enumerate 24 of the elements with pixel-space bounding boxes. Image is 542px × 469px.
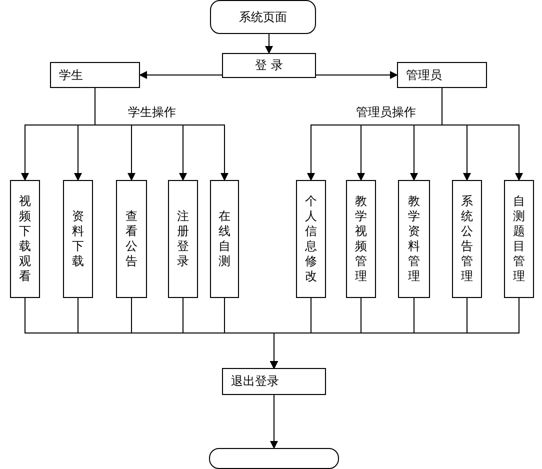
arrow [442, 88, 523, 181]
arrow [270, 394, 278, 449]
process-box: 退出登录 [222, 368, 326, 395]
process-box: 注册登录 [168, 180, 198, 298]
process-box: 系统页面 [210, 0, 316, 34]
process-box: 自测题目管理 [504, 180, 534, 298]
process-box: 教学视频管理 [346, 180, 376, 298]
arrow [316, 71, 398, 79]
process-box: 教学资料管理 [398, 180, 430, 298]
process-box: 在线自测 [210, 180, 239, 298]
process-box: 资料下载 [63, 180, 93, 298]
process-box: 管理员 [397, 62, 487, 88]
process-box: 个人信息修改 [296, 180, 326, 298]
arrow [94, 88, 228, 181]
process-box [209, 448, 339, 469]
arrow [139, 71, 222, 79]
group-label: 学生操作 [128, 104, 176, 121]
arrow [265, 34, 273, 54]
group-label: 管理员操作 [356, 104, 416, 121]
process-box: 视频下载观看 [10, 180, 40, 298]
process-box: 登 录 [222, 53, 316, 78]
process-box: 学生 [50, 62, 140, 88]
process-box: 查看公告 [116, 180, 147, 298]
process-box: 系统公告管理 [452, 180, 482, 298]
